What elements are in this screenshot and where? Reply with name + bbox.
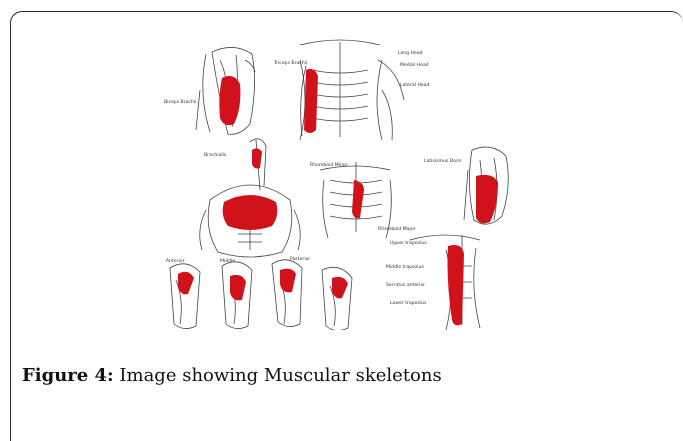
label-rhomboid-minor: Rhomboid Minor <box>310 162 348 168</box>
label-medial-head: Medial Head <box>400 62 429 68</box>
label-serratus: Serratus anterior <box>386 282 425 288</box>
label-middle: Middle <box>220 258 235 264</box>
label-brachialis: Brachialis <box>204 152 227 158</box>
label-upper-trap: Upper trapezius <box>390 240 427 246</box>
muscular-skeletons-figure: Biceps Brachii Triceps Brachii Long Head… <box>150 30 540 330</box>
deltoid-panel <box>170 260 352 330</box>
label-long-head: Long Head <box>398 50 423 56</box>
caption-label: Figure 4: <box>22 365 114 386</box>
label-rhomboid-major: Rhomboid Major <box>378 226 416 232</box>
label-lower-trap: Lower trapezius <box>390 300 427 306</box>
label-posterior: Posterior <box>290 256 310 262</box>
label-triceps: Triceps Brachii <box>273 60 307 66</box>
label-latissimus: Latissimus Dorsi <box>424 158 462 164</box>
label-biceps: Biceps Brachii <box>164 99 196 105</box>
figure-caption: Figure 4: Image showing Muscular skeleto… <box>22 365 442 386</box>
label-middle-trap: Middle trapezius <box>386 264 424 270</box>
label-anterior: Anterior <box>166 258 185 264</box>
caption-text: Image showing Muscular skeletons <box>114 365 442 386</box>
label-lateral-head: Lateral Head <box>400 82 430 88</box>
